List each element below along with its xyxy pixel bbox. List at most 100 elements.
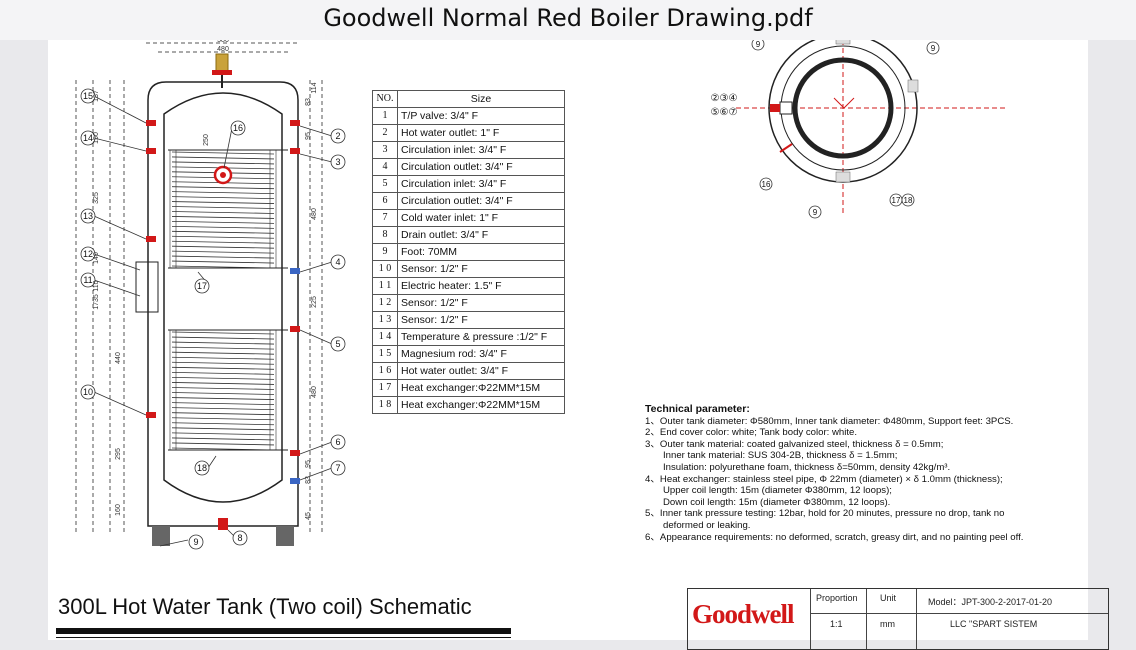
document-title: Goodwell Normal Red Boiler Drawing.pdf bbox=[323, 4, 813, 32]
unit-label: Unit bbox=[880, 593, 897, 603]
tech-line: Upper coil length: 15m (diameter Φ380mm,… bbox=[663, 485, 892, 497]
callout-11: 11 bbox=[83, 275, 92, 285]
spec-no: 9 bbox=[372, 243, 398, 261]
dim-1735: 1735 bbox=[93, 294, 100, 310]
spec-no: 1 7 bbox=[372, 379, 398, 397]
callout-14: 14 bbox=[83, 133, 93, 143]
callout-13: 13 bbox=[83, 211, 93, 221]
header-no: NO. bbox=[372, 90, 398, 108]
callout-9: 9 bbox=[193, 537, 198, 547]
spec-size: Cold water inlet: 1" F bbox=[397, 209, 565, 227]
proportion-value: 1:1 bbox=[830, 619, 843, 629]
technical-parameter: Technical parameter: 1、Outer tank diamet… bbox=[645, 403, 1024, 543]
spec-no: 1 4 bbox=[372, 328, 398, 346]
title-block: Goodwell Proportion 1:1 Unit mm Model：JP… bbox=[687, 588, 1109, 650]
dim-150: 150 bbox=[93, 132, 100, 144]
tech-line: 6、Appearance requirements: no deformed, … bbox=[645, 531, 1024, 543]
spec-size: Sensor: 1/2" F bbox=[397, 294, 565, 312]
spec-size: T/P valve: 3/4" F bbox=[397, 107, 565, 125]
spec-size: Magnesium rod: 3/4" F bbox=[397, 345, 565, 363]
spec-size: Temperature & pressure :1/2" F bbox=[397, 328, 565, 346]
callout-4: 4 bbox=[335, 257, 340, 267]
top-callout-9c: 9 bbox=[813, 208, 818, 217]
dim-160: 160 bbox=[115, 504, 122, 516]
dim-580: 580 bbox=[217, 40, 229, 44]
dim-225: 225 bbox=[311, 296, 318, 308]
tech-line: 3、Outer tank material: coated galvanized… bbox=[645, 438, 944, 450]
dim-480-upper: 480 bbox=[311, 208, 318, 220]
spec-no: 3 bbox=[372, 141, 398, 159]
spec-no: 1 2 bbox=[372, 294, 398, 312]
spec-no: 6 bbox=[372, 192, 398, 210]
spec-size: Circulation outlet: 3/4" F bbox=[397, 158, 565, 176]
dim-95-lower: 95 bbox=[305, 460, 312, 468]
dim-110: 110 bbox=[93, 280, 100, 291]
top-callout-18: 18 bbox=[904, 196, 913, 205]
goodwell-logo: Goodwell bbox=[692, 599, 795, 629]
top-callout-17: 17 bbox=[892, 196, 901, 205]
spec-size: Foot: 70MM bbox=[397, 243, 565, 261]
spec-no: 5 bbox=[372, 175, 398, 193]
top-callout-9b: 9 bbox=[931, 44, 936, 53]
spec-no: 8 bbox=[372, 226, 398, 244]
spec-no: 4 bbox=[372, 158, 398, 176]
spec-no: 1 3 bbox=[372, 311, 398, 329]
tech-line: Down coil length: 15m (diameter Φ380mm, … bbox=[663, 496, 891, 508]
header-size: Size bbox=[397, 90, 565, 108]
dim-83-lower: 83 bbox=[305, 476, 312, 484]
spec-size: Circulation inlet: 3/4" F bbox=[397, 175, 565, 193]
callout-3: 3 bbox=[335, 157, 340, 167]
dim-95: 95 bbox=[305, 132, 312, 140]
callout-18: 18 bbox=[197, 463, 207, 473]
spec-no: 1 6 bbox=[372, 362, 398, 380]
callout-16: 16 bbox=[233, 123, 243, 133]
spec-size: Heat exchanger:Φ22MM*15M bbox=[397, 379, 565, 397]
dim-83: 83 bbox=[305, 98, 312, 106]
tech-line: 4、Heat exchanger: stainless steel pipe, … bbox=[645, 473, 1003, 485]
top-callout-9a: 9 bbox=[756, 40, 761, 49]
tech-line: 1、Outer tank diameter: Φ580mm, Inner tan… bbox=[645, 415, 1014, 427]
dim-295: 295 bbox=[115, 448, 122, 460]
callout-15: 15 bbox=[83, 91, 93, 101]
title-underline-thin bbox=[56, 637, 511, 638]
tech-line: 2、End cover color: white; Tank body colo… bbox=[645, 427, 858, 439]
callout-5: 5 bbox=[335, 339, 340, 349]
proportion-label: Proportion bbox=[816, 593, 858, 603]
dim-480: 480 bbox=[217, 46, 229, 53]
tank-top-view: 9 9 9 16 17 18 ②③④ ⑤⑥⑦ bbox=[711, 40, 1008, 219]
dim-440: 440 bbox=[115, 352, 122, 364]
spec-no: 1 1 bbox=[372, 277, 398, 295]
top-callout-16: 16 bbox=[762, 180, 771, 189]
pdf-page[interactable]: 15 14 13 12 11 10 2 3 4 5 6 7 16 17 18 9… bbox=[48, 40, 1109, 650]
callout-10: 10 bbox=[83, 387, 93, 397]
spec-size: Heat exchanger:Φ22MM*15M bbox=[397, 396, 565, 414]
callout-12: 12 bbox=[83, 249, 93, 259]
schematic-title: 300L Hot Water Tank (Two coil) Schematic bbox=[58, 594, 472, 619]
lower-coil bbox=[169, 329, 277, 451]
spec-size: Circulation outlet: 3/4" F bbox=[397, 192, 565, 210]
spec-no: 2 bbox=[372, 124, 398, 142]
company-text: LLC "SPART SISTEM bbox=[950, 619, 1038, 629]
tech-line: Inner tank material: SUS 304-2B, thickne… bbox=[663, 450, 898, 462]
spec-no: 7 bbox=[372, 209, 398, 227]
model-text: Model：JPT-300-2-2017-01-20 bbox=[928, 597, 1053, 607]
dim-45: 45 bbox=[305, 512, 312, 520]
tech-line: 5、Inner tank pressure testing: 12bar, ho… bbox=[645, 508, 1005, 520]
callout-8: 8 bbox=[237, 533, 242, 543]
unit-value: mm bbox=[880, 619, 895, 629]
title-bar: Goodwell Normal Red Boiler Drawing.pdf bbox=[0, 0, 1136, 40]
dim-140: 140 bbox=[93, 252, 100, 264]
dim-480-lower: 480 bbox=[311, 386, 318, 398]
dim-114: 114 bbox=[311, 82, 318, 93]
